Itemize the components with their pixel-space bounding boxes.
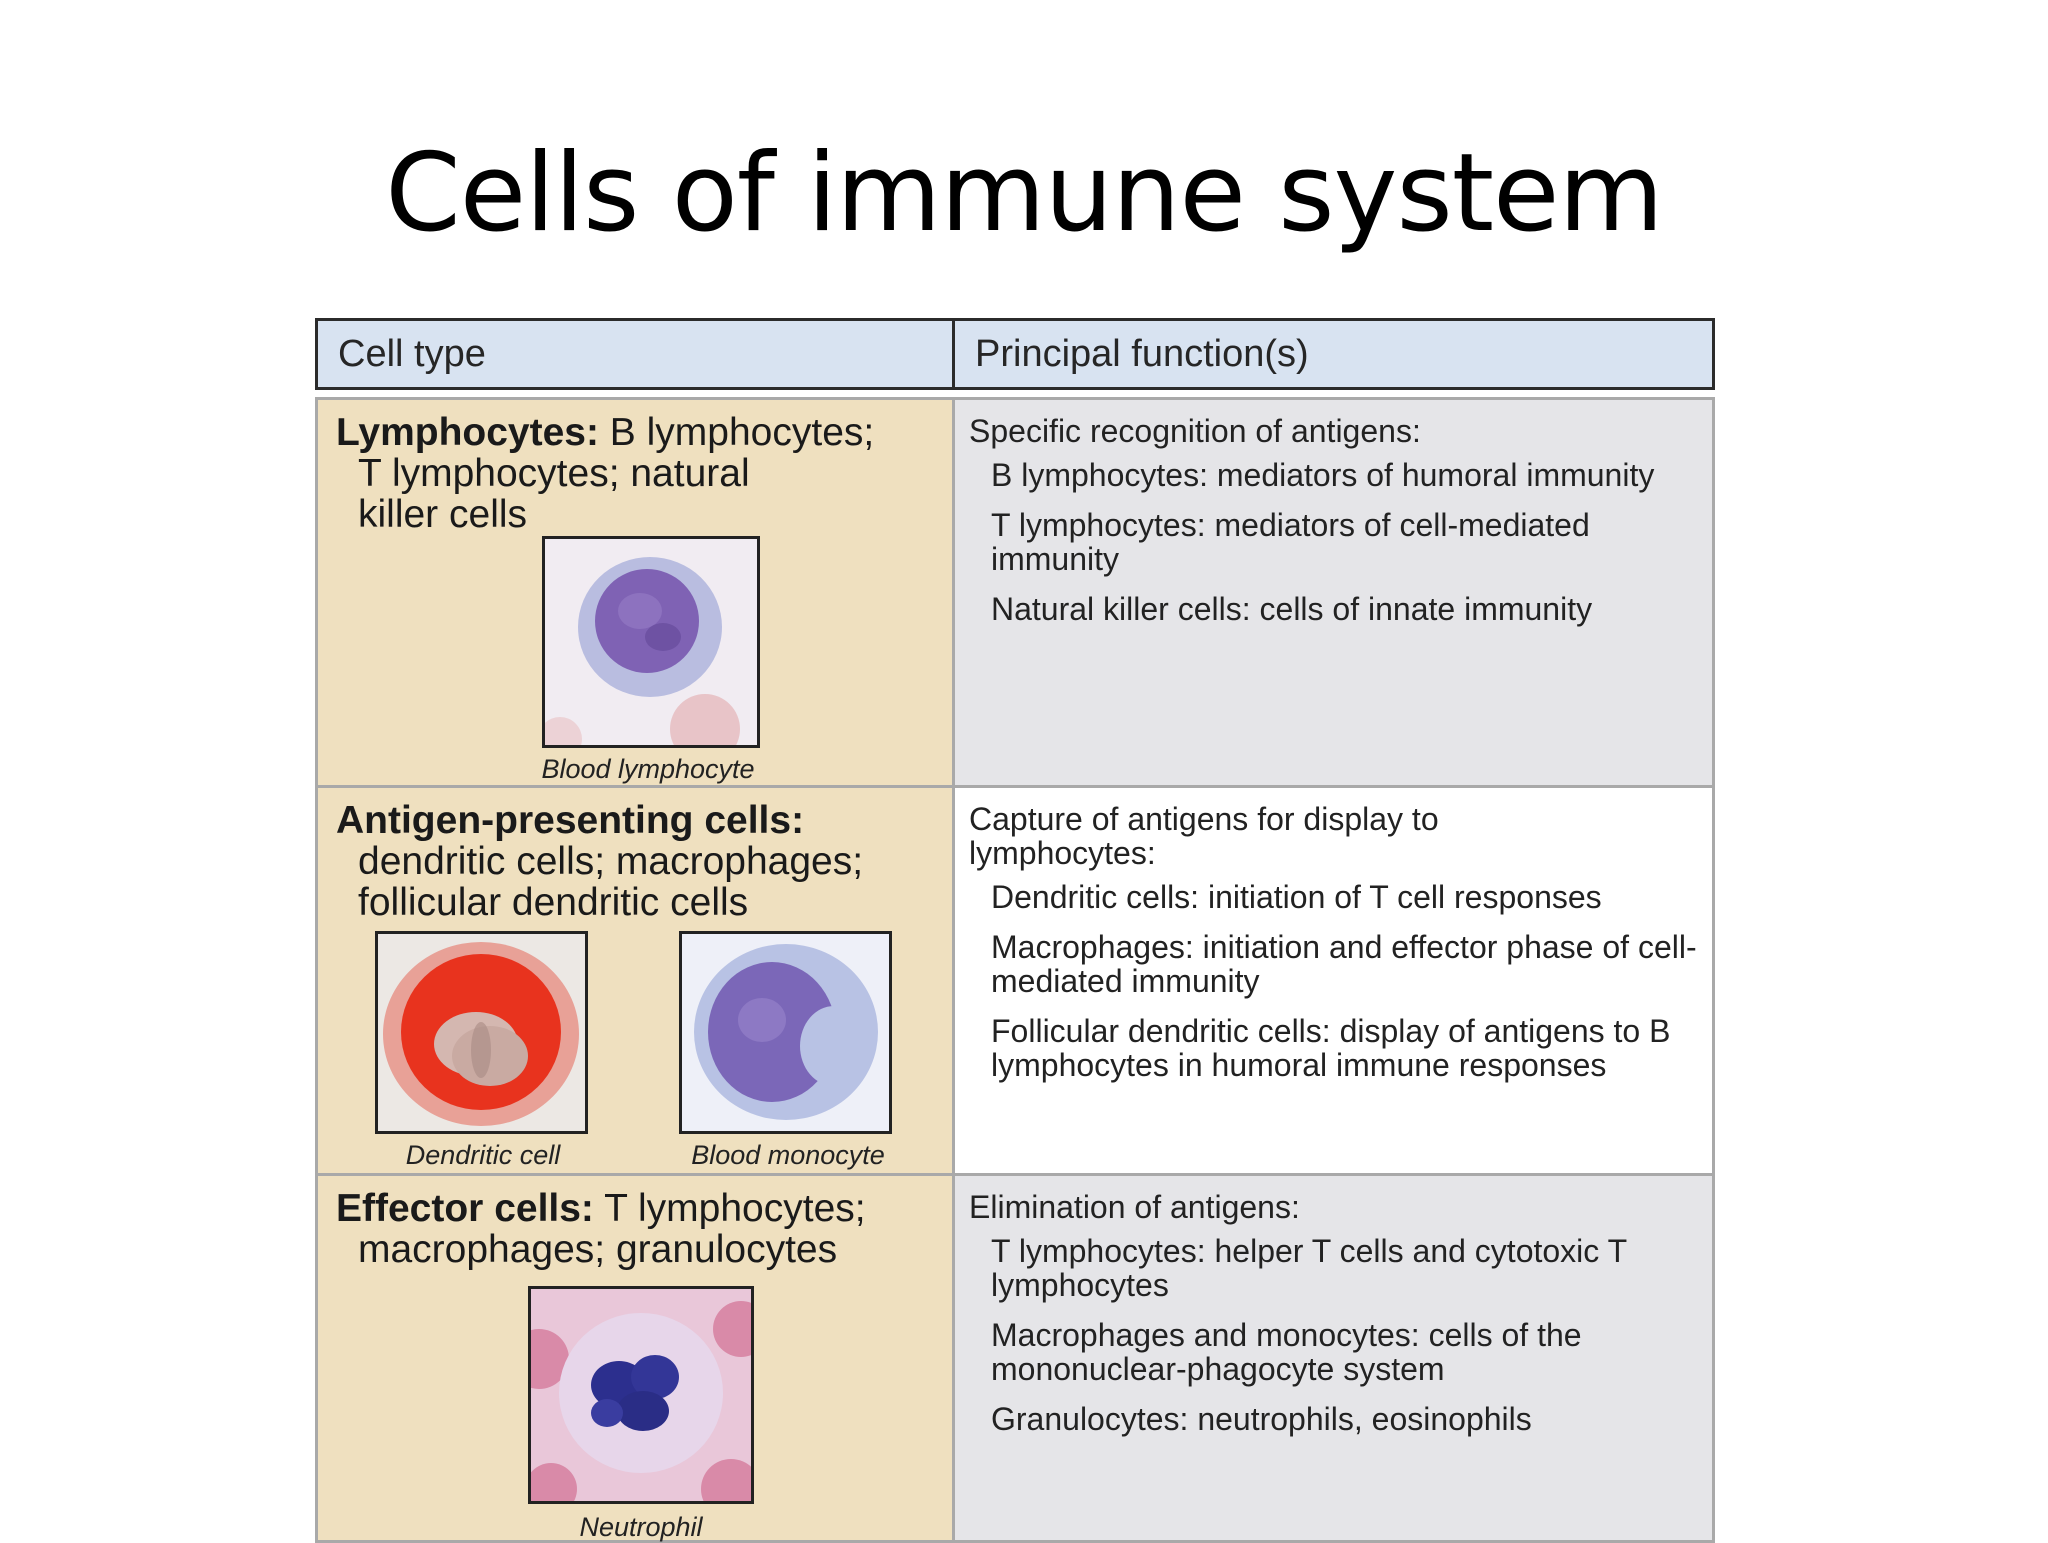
apc-type-cell: Antigen-presenting cells: dendritic cell…	[315, 785, 955, 1176]
cell-table: Cell type Principal function(s) Lymphocy…	[315, 318, 1715, 1543]
function-intro: Specific recognition of antigens:	[969, 413, 1421, 449]
function-text: Capture of antigens for display to lymph…	[969, 802, 1709, 1098]
effector-type-cell: Effector cells: T lymphocytes; macrophag…	[315, 1173, 955, 1543]
caption-dendritic-cell: Dendritic cell	[405, 1140, 561, 1170]
function-item: Follicular dendritic cells: display of a…	[991, 1013, 1671, 1083]
apc-function-cell: Capture of antigens for display to lymph…	[952, 785, 1715, 1176]
lymphocytes-function-cell: Specific recognition of antigens: B lymp…	[952, 397, 1715, 788]
function-text: Elimination of antigens: T lymphocytes: …	[969, 1190, 1709, 1452]
type-bold: Antigen-presenting cells:	[336, 799, 805, 842]
dendritic-cell-image	[375, 931, 588, 1134]
function-item: B lymphocytes: mediators of humoral immu…	[991, 457, 1655, 493]
function-item: T lymphocytes: helper T cells and cytoto…	[991, 1233, 1627, 1303]
function-item: Dendritic cells: initiation of T cell re…	[991, 879, 1602, 915]
slide-title: Cells of immune system	[385, 131, 1663, 256]
row-type-text: Effector cells: T lymphocytes; macrophag…	[336, 1188, 951, 1270]
type-rest-more: T lymphocytes; natural killer cells	[358, 452, 750, 536]
function-item: T lymphocytes: mediators of cell-mediate…	[991, 507, 1590, 577]
function-intro: Elimination of antigens:	[969, 1189, 1300, 1225]
caption-blood-lymphocyte: Blood lymphocyte	[541, 754, 755, 784]
type-rest-first: T lymphocytes;	[604, 1187, 866, 1230]
blood-monocyte-image	[679, 931, 892, 1134]
blood-lymphocyte-image	[542, 536, 760, 748]
type-rest-first: B lymphocytes;	[609, 411, 875, 454]
function-item: Granulocytes: neutrophils, eosinophils	[991, 1401, 1532, 1437]
type-bold: Effector cells:	[336, 1187, 594, 1230]
header-function: Principal function(s)	[952, 318, 1715, 390]
row-type-text: Antigen-presenting cells: dendritic cell…	[336, 800, 951, 923]
caption-blood-monocyte: Blood monocyte	[691, 1140, 885, 1170]
lymphocytes-type-cell: Lymphocytes: B lymphocytes; T lymphocyte…	[315, 397, 955, 788]
caption-neutrophil: Neutrophil	[579, 1512, 703, 1542]
type-bold: Lymphocytes:	[336, 411, 599, 454]
effector-function-cell: Elimination of antigens: T lymphocytes: …	[952, 1173, 1715, 1543]
function-intro: Capture of antigens for display to lymph…	[969, 801, 1439, 871]
function-text: Specific recognition of antigens: B lymp…	[969, 414, 1709, 642]
type-rest-more: dendritic cells; macrophages; follicular…	[358, 840, 864, 924]
function-item: Macrophages: initiation and effector pha…	[991, 929, 1697, 999]
header-cell-type: Cell type	[315, 318, 955, 390]
function-item: Macrophages and monocytes: cells of the …	[991, 1317, 1582, 1387]
function-item: Natural killer cells: cells of innate im…	[991, 591, 1593, 627]
row-type-text: Lymphocytes: B lymphocytes; T lymphocyte…	[336, 412, 951, 535]
type-rest-more: macrophages; granulocytes	[358, 1228, 838, 1271]
neutrophil-image	[528, 1286, 754, 1504]
